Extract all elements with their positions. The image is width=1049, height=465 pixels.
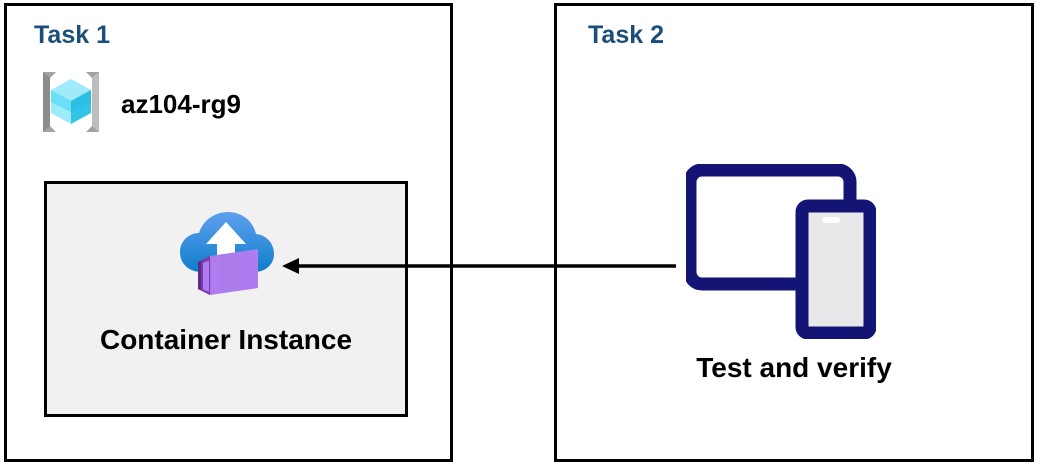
azure-resource-group-icon — [35, 66, 107, 143]
tablet-and-phone-devices-icon — [683, 163, 877, 344]
resource-group-row: az104-rg9 — [35, 66, 241, 143]
azure-container-instance-icon — [174, 202, 278, 311]
test-and-verify-label: Test and verify — [696, 352, 892, 383]
panel-task-1: Task 1 — [4, 3, 453, 462]
resource-group-label: az104-rg9 — [121, 89, 241, 119]
container-instance-box: Container Instance — [44, 181, 408, 417]
panel-title-task-1: Task 1 — [34, 21, 110, 49]
container-instance-label: Container Instance — [99, 324, 353, 355]
panel-title-task-2: Task 2 — [588, 21, 664, 49]
